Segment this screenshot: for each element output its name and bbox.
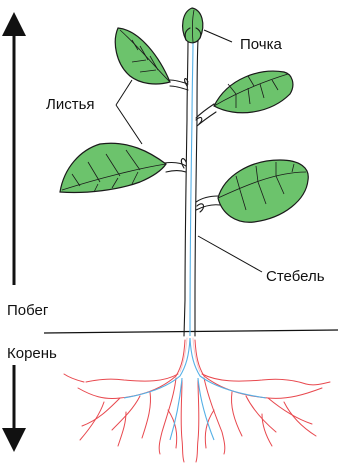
bud-label: Почка bbox=[240, 36, 283, 53]
leaf-top-left bbox=[115, 28, 170, 84]
terminal-bud bbox=[183, 8, 203, 43]
root-label: Корень bbox=[7, 345, 57, 362]
stem-label: Стебель bbox=[266, 268, 325, 285]
roots bbox=[64, 338, 330, 462]
stem bbox=[164, 40, 220, 336]
leaf-top-right bbox=[214, 71, 293, 113]
leaves-label: Листья bbox=[46, 96, 95, 113]
leaf-bottom-left bbox=[60, 143, 166, 192]
leaf-bottom-right bbox=[218, 160, 308, 222]
shoot-label: Побег bbox=[7, 302, 49, 319]
ground-line bbox=[44, 330, 338, 333]
